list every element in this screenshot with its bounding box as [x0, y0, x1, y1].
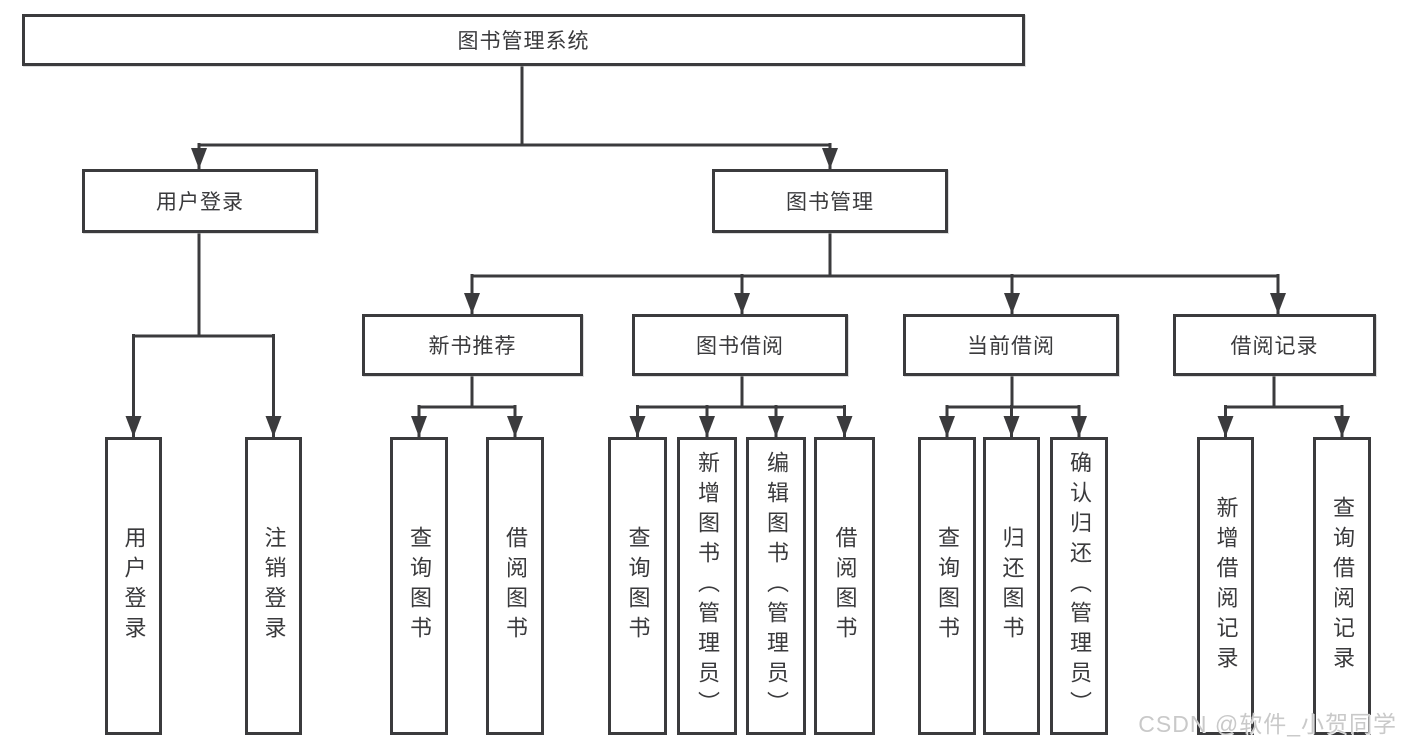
- leaf-label: 查询图书: [935, 526, 960, 646]
- leaf-label: 注销登录: [261, 526, 287, 646]
- leaf-label: 借阅图书: [832, 526, 858, 646]
- leaf-label: 新增图书（管理员）: [695, 451, 720, 721]
- leaf-query-books: 查询图书: [608, 437, 667, 735]
- leaf-user-login: 用户登录: [105, 437, 162, 735]
- leaf-query-borrow-record: 查询借阅记录: [1313, 437, 1371, 735]
- node-label: 新书推荐: [428, 335, 517, 358]
- leaf-query-books: 查询图书: [390, 437, 448, 735]
- leaf-label: 编辑图书（管理员）: [764, 451, 789, 721]
- node-label: 图书管理系统: [457, 30, 590, 53]
- leaf-label: 查询图书: [625, 526, 651, 646]
- leaf-query-books: 查询图书: [918, 437, 976, 735]
- node-book-management: 图书管理: [712, 169, 948, 233]
- leaf-add-books-admin: 新增图书（管理员）: [677, 437, 737, 735]
- node-library-management-system: 图书管理系统: [22, 14, 1025, 66]
- node-label: 用户登录: [156, 191, 244, 214]
- node-user-login: 用户登录: [82, 169, 318, 233]
- leaf-logout: 注销登录: [245, 437, 302, 735]
- node-current-borrowing: 当前借阅: [903, 314, 1119, 376]
- node-borrowing-records: 借阅记录: [1173, 314, 1376, 376]
- node-label: 图书管理: [786, 191, 874, 214]
- leaf-add-borrow-record: 新增借阅记录: [1197, 437, 1254, 735]
- leaf-borrow-books: 借阅图书: [814, 437, 875, 735]
- node-label: 图书借阅: [696, 335, 784, 358]
- node-new-book-recommendation: 新书推荐: [362, 314, 583, 376]
- leaf-confirm-return-admin: 确认归还（管理员）: [1050, 437, 1108, 735]
- node-book-borrowing: 图书借阅: [632, 314, 848, 376]
- leaf-label: 确认归还（管理员）: [1067, 451, 1092, 721]
- leaf-return-books: 归还图书: [983, 437, 1040, 735]
- leaf-label: 用户登录: [121, 526, 147, 646]
- node-label: 借阅记录: [1230, 335, 1319, 358]
- leaf-borrow-books: 借阅图书: [486, 437, 544, 735]
- leaf-label: 归还图书: [999, 526, 1025, 646]
- leaf-label: 查询借阅记录: [1330, 496, 1355, 676]
- leaf-edit-books-admin: 编辑图书（管理员）: [746, 437, 806, 735]
- leaf-label: 新增借阅记录: [1213, 496, 1239, 676]
- leaf-label: 借阅图书: [503, 526, 528, 646]
- node-label: 当前借阅: [967, 335, 1055, 358]
- leaf-label: 查询图书: [407, 526, 432, 646]
